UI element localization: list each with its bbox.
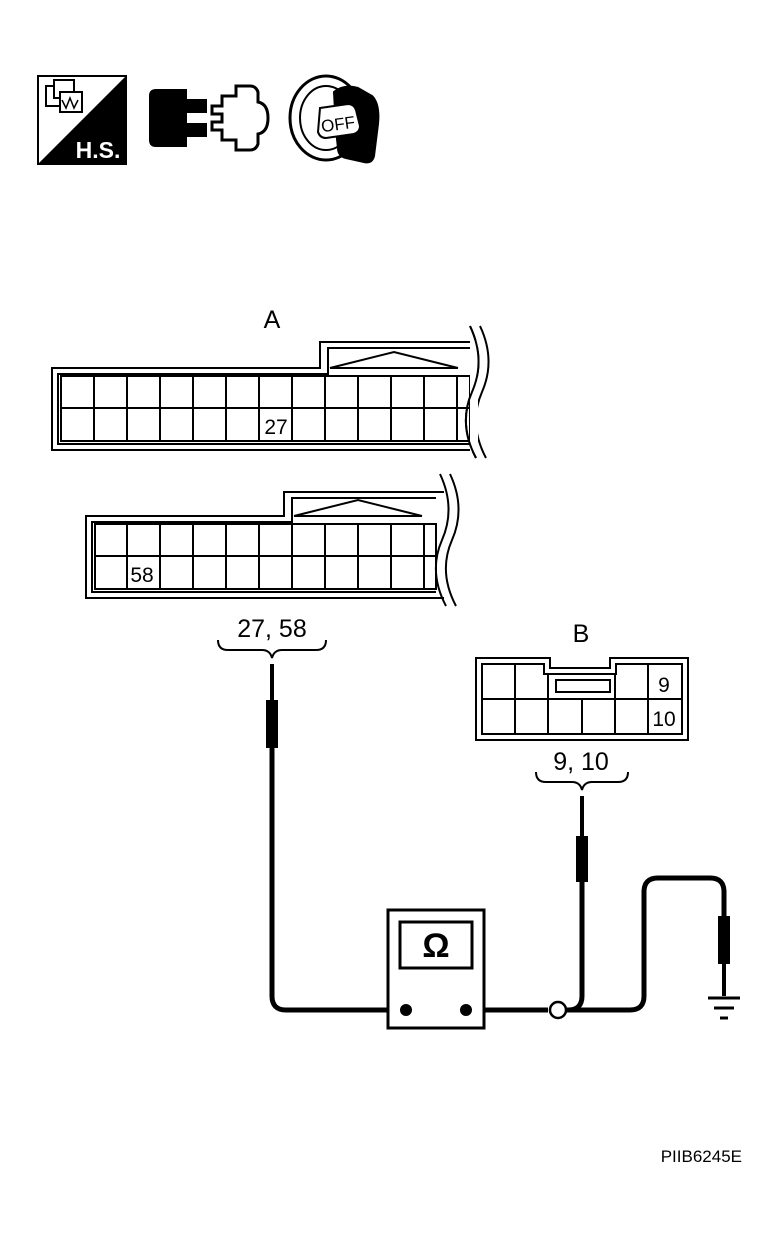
pin-58-label: 58 (130, 564, 153, 587)
ohm-symbol: Ω (422, 927, 449, 965)
connector-a-label: A (264, 306, 281, 334)
harness-symbol-label: H.S. (76, 137, 121, 163)
meter-terminal-right (460, 1004, 472, 1016)
connector-disconnect-icon (149, 84, 270, 152)
connector-a-lower: 58 (85, 473, 460, 607)
pin-10-label: 10 (652, 708, 675, 731)
connector-a-probe-label: 27, 58 (237, 615, 307, 643)
connector-a-brace (217, 639, 327, 659)
ignition-key-icon: OFF (288, 74, 380, 164)
test-wires (269, 748, 727, 1013)
connector-a-upper: 27 (51, 325, 490, 459)
pin-9-label: 9 (658, 674, 670, 697)
probe-b (576, 796, 588, 882)
harness-symbol-icon: H.S. (37, 75, 127, 165)
wire-junction (548, 1000, 568, 1020)
ohmmeter-icon: Ω (386, 908, 486, 1030)
connector-b: 9 10 (475, 657, 689, 741)
connector-b-probe-label: 9, 10 (553, 748, 609, 776)
figure-id: PIIB6245E (661, 1147, 742, 1166)
ground-probe (718, 916, 730, 996)
ignition-key-label: OFF (320, 113, 356, 137)
probe-a (266, 664, 278, 748)
connector-b-label: B (573, 620, 590, 648)
pin-27-label: 27 (264, 416, 287, 439)
ground-symbol-icon (708, 996, 740, 1020)
connector-b-brace (535, 771, 629, 791)
meter-terminal-left (400, 1004, 412, 1016)
